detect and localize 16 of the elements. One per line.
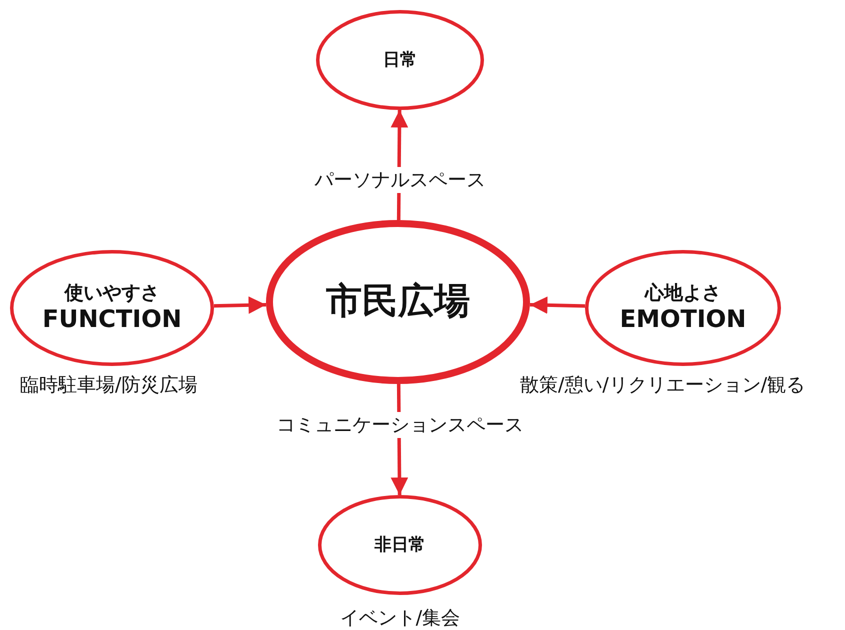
node-title: 市民広場 <box>326 280 470 324</box>
node-label: 臨時駐車場/防災広場 <box>20 373 198 398</box>
ellipse-node <box>318 495 482 595</box>
node-subtitle: FUNCTION <box>42 305 182 334</box>
node-label: イベント/集会 <box>340 606 460 630</box>
node-subtitle: EMOTION <box>620 305 746 334</box>
node-title: 日常 <box>383 50 417 70</box>
ellipse-node <box>10 250 214 366</box>
node-label: 散策/憩い/リクリエーション/観る <box>520 373 806 398</box>
node-title: 使いやすさ <box>64 282 160 305</box>
ellipse-node <box>316 10 484 110</box>
arrow <box>530 296 586 314</box>
ellipse-node <box>585 250 781 366</box>
node-title: 心地よさ <box>645 282 721 305</box>
arrow <box>214 296 266 314</box>
node-title: 非日常 <box>374 534 426 556</box>
